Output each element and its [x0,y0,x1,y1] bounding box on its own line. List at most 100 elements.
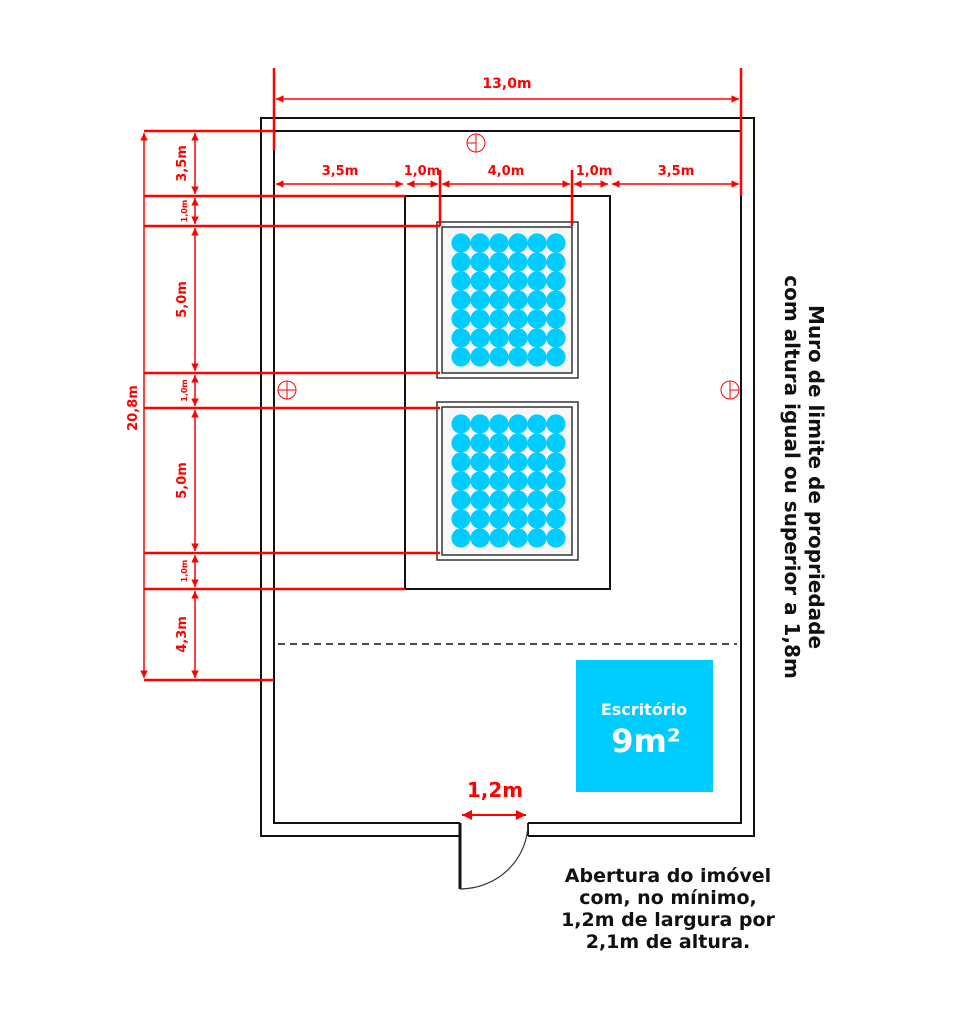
svg-text:2,1m de altura.: 2,1m de altura. [586,931,751,953]
water-circle [470,509,490,529]
dimension-label: 5,0m [175,281,190,318]
water-circle [451,452,471,472]
svg-text:com altura igual ou superior a: com altura igual ou superior a 1,8m [780,275,804,679]
office: Escritório 9m² [576,660,713,792]
water-circle [527,290,547,310]
water-circle [451,290,471,310]
pool-area [404,195,611,590]
water-circle [470,528,490,548]
dimension-label: 5,0m [175,462,190,499]
drain-icon [277,380,297,400]
water-circle [489,414,509,434]
water-circle [527,309,547,329]
water-circle [470,328,490,348]
water-circle [470,433,490,453]
water-circle [489,252,509,272]
water-circle [489,271,509,291]
water-circle [489,452,509,472]
water-circle [451,471,471,491]
water-circle [451,414,471,434]
water-circle [546,509,566,529]
water-circle [451,328,471,348]
water-circle [489,328,509,348]
door [458,822,529,890]
dimension-label: 4,0m [488,164,525,179]
water-circle [527,452,547,472]
water-circle [451,271,471,291]
water-circle [508,528,528,548]
water-circle [546,328,566,348]
water-circle [451,509,471,529]
water-circle [546,252,566,272]
water-circle [470,452,490,472]
water-circle [470,414,490,434]
water-circle [451,252,471,272]
water-circle [527,233,547,253]
water-circle [470,490,490,510]
water-circle [508,452,528,472]
water-circle [489,471,509,491]
pool [436,401,579,561]
dimension-label: 20,8m [126,385,141,431]
drain-icon [720,380,740,400]
dimension-label: 1,0m [576,164,613,179]
water-circle [546,233,566,253]
water-circle [489,490,509,510]
water-circle [546,528,566,548]
water-circle [546,309,566,329]
dimension-label: 3,5m [175,145,190,182]
water-circle [489,509,509,529]
water-circle [546,271,566,291]
water-circle [508,490,528,510]
water-circle [527,509,547,529]
water-circle [451,490,471,510]
water-circle [527,347,547,367]
svg-text:1,2m de largura por: 1,2m de largura por [561,909,775,931]
office-label: Escritório [601,700,687,719]
water-circle [508,252,528,272]
water-circle [527,528,547,548]
water-circle [527,328,547,348]
dimension-label: 1,0m [180,560,189,583]
water-circle [451,309,471,329]
water-circle [508,233,528,253]
water-circle [451,433,471,453]
water-circle [470,471,490,491]
door-dimension-label: 1,2m [467,778,523,802]
water-circle [527,252,547,272]
drain-icon [466,133,486,153]
dimension-label: 1,0m [180,379,189,402]
dimension-label: 13,0m [482,76,531,92]
water-circle [470,309,490,329]
water-circle [489,309,509,329]
water-circle [508,509,528,529]
water-circle [546,452,566,472]
water-circle [451,528,471,548]
water-circle [546,347,566,367]
water-circle [527,414,547,434]
pool [436,221,579,379]
water-circle [451,347,471,367]
water-circle [470,252,490,272]
water-circle [470,290,490,310]
water-circle [470,233,490,253]
water-circle [546,433,566,453]
water-circle [508,347,528,367]
dimension-label: 1,0m [180,200,189,223]
svg-text:Abertura do imóvel: Abertura do imóvel [565,865,771,887]
water-circle [489,233,509,253]
dimension-label: 1,0m [404,164,441,179]
water-circle [527,471,547,491]
water-circle [508,433,528,453]
water-circle [508,471,528,491]
water-circle [546,414,566,434]
svg-text:com, no mínimo,: com, no mínimo, [579,887,757,909]
water-circle [489,528,509,548]
dimension-label: 4,3m [175,616,190,653]
water-circle [489,347,509,367]
office-area: 9m² [611,722,681,760]
water-circle [489,290,509,310]
water-circle [489,433,509,453]
water-circle [470,347,490,367]
